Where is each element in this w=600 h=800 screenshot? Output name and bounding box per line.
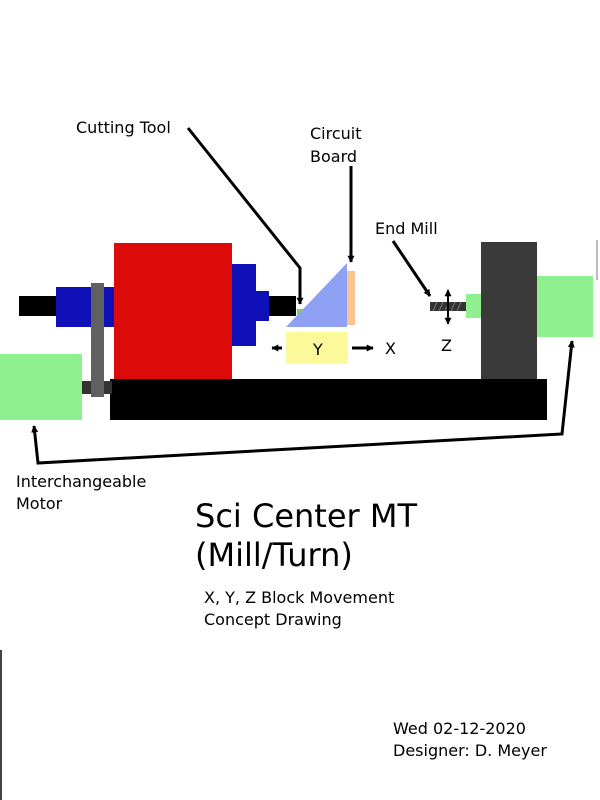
spindle-nose	[256, 291, 269, 321]
subtitle-line2: Concept Drawing	[204, 610, 342, 629]
x-axis-label: X	[385, 339, 396, 358]
cutting-tool-label: Cutting Tool	[76, 118, 171, 137]
end-mill-label: End Mill	[375, 219, 438, 238]
tailstock	[481, 242, 537, 379]
y-axis-label: Y	[312, 340, 323, 359]
interchangeable-motor-pointer	[31, 340, 575, 465]
circuit-board	[347, 271, 355, 325]
end-mill-pointer	[391, 240, 432, 297]
title-line2: (Mill/Turn)	[195, 536, 353, 574]
title-line1: Sci Center MT	[195, 497, 417, 535]
drive-pulley	[91, 283, 104, 397]
left-shaft	[19, 296, 57, 316]
date-label: Wed 02-12-2020	[393, 719, 526, 738]
motor-label-line2: Motor	[16, 494, 63, 513]
machine-base	[110, 379, 547, 420]
right-motor	[537, 276, 593, 337]
workpiece-block	[286, 263, 347, 327]
headstock	[114, 243, 232, 379]
circuit-board-label-line1: Circuit	[310, 124, 362, 143]
left-motor	[0, 354, 82, 420]
subtitle-line1: X, Y, Z Block Movement	[204, 588, 394, 607]
end-mill-collet	[466, 294, 482, 318]
chuck-shaft	[269, 296, 296, 316]
cutting-tool-pointer	[186, 127, 304, 305]
z-axis-label: Z	[441, 336, 452, 355]
designer-label: Designer: D. Meyer	[393, 741, 547, 760]
left-spindle-collar	[56, 287, 114, 327]
circuit-board-label-line2: Board	[310, 147, 357, 166]
spindle-housing	[232, 264, 256, 346]
motor-label-line1: Interchangeable	[16, 472, 146, 491]
